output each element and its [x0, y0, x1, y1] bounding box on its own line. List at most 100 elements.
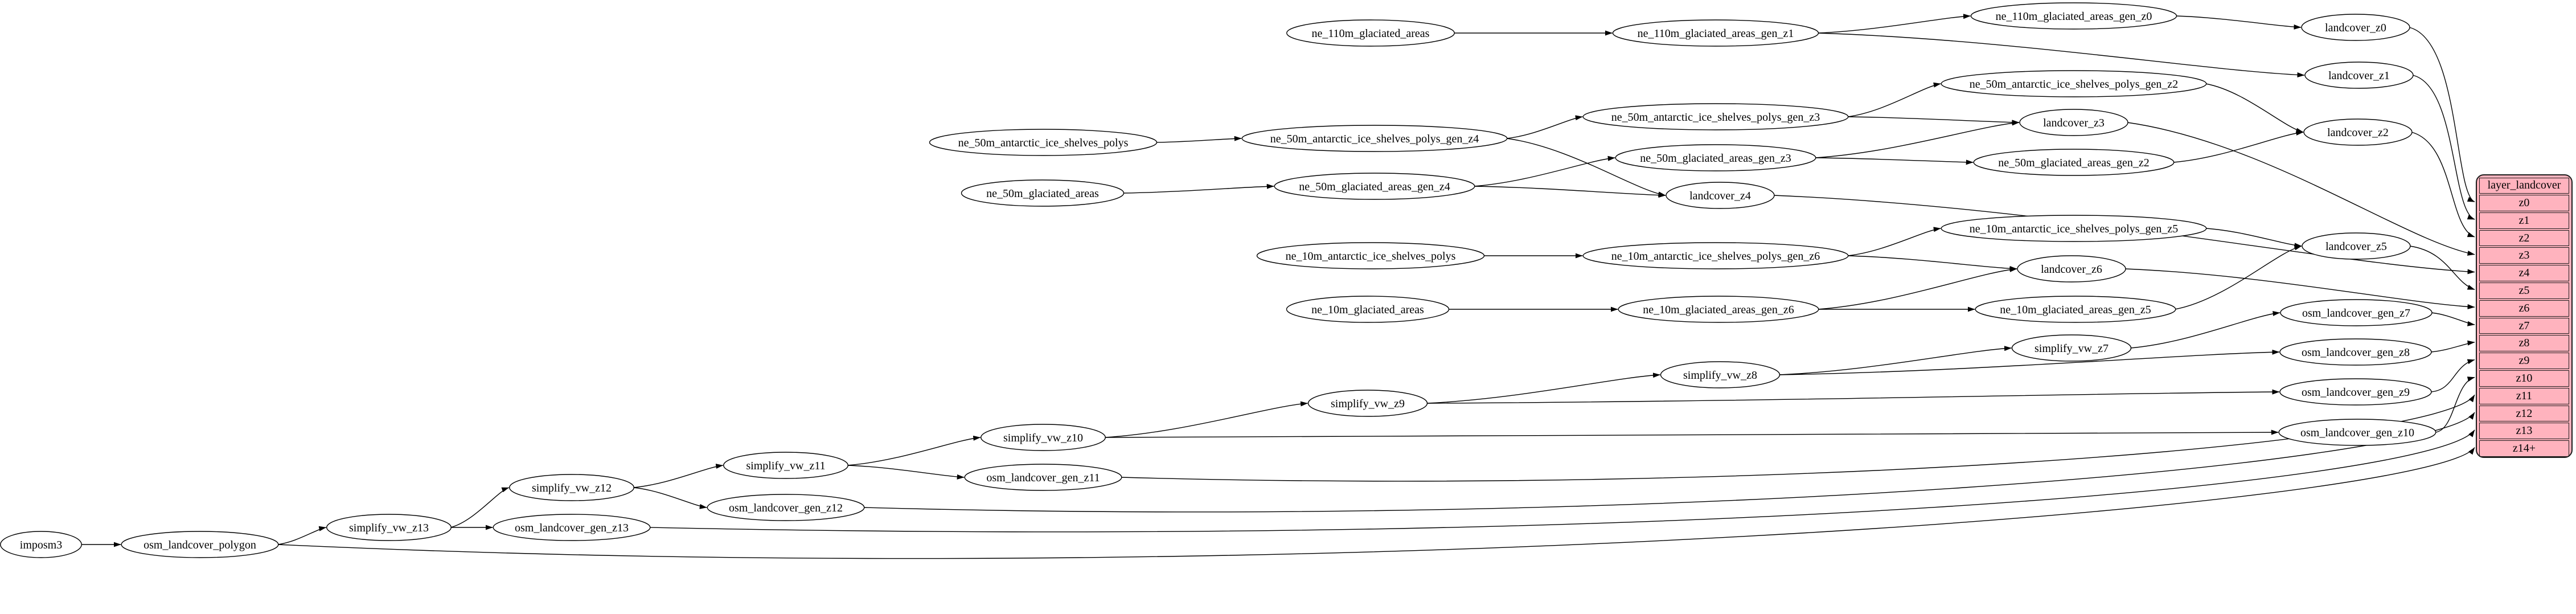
node-imposm3: imposm3	[0, 531, 82, 558]
node-label: osm_landcover_polygon	[143, 539, 256, 551]
node-label: ne_50m_antarctic_ice_shelves_polys_gen_z…	[1270, 133, 1479, 145]
edge-ne_10m_antarctic_ice_shelves_polys_gen_z5-to-landcover_z5	[2205, 228, 2302, 248]
node-ne_50m_glaciated_areas_gen_z2: ne_50m_glaciated_areas_gen_z2	[1973, 149, 2175, 176]
node-ne_50m_glaciated_areas: ne_50m_glaciated_areas	[961, 179, 1125, 207]
edge-ne_50m_glaciated_areas_gen_z4-to-ne_50m_glaciated_areas_gen_z3	[1474, 155, 1615, 187]
node-ne_10m_glaciated_areas_gen_z5: ne_10m_glaciated_areas_gen_z5	[1975, 296, 2176, 323]
node-ellipse	[1582, 103, 1849, 130]
node-label: landcover_z2	[2327, 126, 2389, 139]
node-ellipse	[1256, 242, 1485, 269]
node-label: ne_50m_glaciated_areas_gen_z4	[1299, 181, 1450, 193]
edge-ne_10m_antarctic_ice_shelves_polys_gen_z6-to-ne_10m_antarctic_ice_shelves_polys_gen_z5	[1847, 227, 1941, 256]
node-ne_50m_antarctic_ice_shelves_polys_gen_z4: ne_50m_antarctic_ice_shelves_polys_gen_z…	[1241, 125, 1508, 152]
edge-osm_landcover_gen_z11-to-row-z11	[1121, 394, 2475, 482]
node-label: landcover_z6	[2041, 263, 2102, 276]
node-label: osm_landcover_gen_z12	[729, 502, 843, 514]
node-label: osm_landcover_gen_z13	[515, 522, 629, 534]
table-row-z9: z9	[2479, 353, 2569, 369]
edge-osm_landcover_gen_z10-to-row-z10	[2435, 376, 2475, 433]
node-label: ne_10m_antarctic_ice_shelves_polys_gen_z…	[1970, 223, 2179, 235]
node-ellipse	[2280, 299, 2433, 326]
edge-simplify_vw_z12-to-osm_landcover_gen_z12	[633, 487, 707, 509]
node-simplify_vw_z7: simplify_vw_z7	[2011, 334, 2132, 362]
node-osm_landcover_gen_z8: osm_landcover_gen_z8	[2279, 338, 2432, 366]
node-simplify_vw_z13: simplify_vw_z13	[326, 514, 452, 541]
node-osm_landcover_gen_z10: osm_landcover_gen_z10	[2278, 419, 2436, 446]
node-label: ne_10m_glaciated_areas_gen_z6	[1643, 304, 1794, 316]
edge-ne_50m_antarctic_ice_shelves_polys_gen_z2-to-landcover_z2	[2205, 83, 2304, 133]
node-ellipse	[961, 179, 1125, 207]
table-row-z11: z11	[2479, 387, 2569, 404]
node-ellipse	[493, 514, 651, 541]
node-ne_50m_glaciated_areas_gen_z3: ne_50m_glaciated_areas_gen_z3	[1615, 144, 1816, 171]
node-osm_landcover_gen_z7: osm_landcover_gen_z7	[2280, 299, 2433, 326]
node-ne_10m_antarctic_ice_shelves_polys: ne_10m_antarctic_ice_shelves_polys	[1256, 242, 1485, 269]
node-ellipse	[1941, 70, 2207, 97]
node-ellipse	[2279, 378, 2432, 406]
edge-ne_50m_glaciated_areas_gen_z3-to-ne_50m_glaciated_areas_gen_z2	[1815, 157, 1974, 165]
edge-ne_50m_antarctic_ice_shelves_polys_gen_z3-to-landcover_z3	[1847, 116, 2020, 125]
node-ellipse	[964, 464, 1122, 491]
edge-simplify_vw_z8-to-osm_landcover_gen_z8	[1779, 349, 2280, 375]
edge-simplify_vw_z11-to-simplify_vw_z10	[847, 435, 981, 466]
node-ellipse	[1666, 182, 1775, 209]
table-row-z3: z3	[2479, 247, 2569, 264]
node-label: landcover_z1	[2328, 69, 2390, 82]
node-label: landcover_z0	[2325, 22, 2386, 34]
node-ellipse	[929, 129, 1158, 156]
table-row-z1: z1	[2479, 212, 2569, 229]
node-landcover_z2: landcover_z2	[2303, 118, 2413, 146]
node-label: osm_landcover_gen_z10	[2300, 427, 2414, 439]
node-label: ne_110m_glaciated_areas_gen_z0	[1996, 10, 2152, 23]
node-label: ne_10m_antarctic_ice_shelves_polys	[1286, 250, 1456, 263]
node-ellipse	[1973, 149, 2175, 176]
edge-simplify_vw_z9-to-osm_landcover_gen_z9	[1426, 389, 2280, 404]
node-label: simplify_vw_z13	[349, 522, 429, 534]
node-label: ne_10m_glaciated_areas_gen_z5	[2000, 304, 2151, 316]
edge-simplify_vw_z13-to-simplify_vw_z12	[450, 487, 510, 528]
table-row-z7: z7	[2479, 317, 2569, 334]
node-landcover_z3: landcover_z3	[2019, 109, 2128, 136]
node-ellipse	[2304, 62, 2414, 89]
table-row-z4: z4	[2479, 265, 2569, 281]
node-ellipse	[2017, 255, 2126, 283]
node-label: landcover_z3	[2043, 117, 2105, 129]
node-ellipse	[1970, 2, 2177, 30]
node-ellipse	[2019, 109, 2128, 136]
node-label: simplify_vw_z11	[746, 460, 825, 472]
edge-simplify_vw_z8-to-simplify_vw_z7	[1779, 346, 2012, 375]
node-ne_10m_glaciated_areas: ne_10m_glaciated_areas	[1286, 296, 1450, 323]
node-ne_50m_antarctic_ice_shelves_polys: ne_50m_antarctic_ice_shelves_polys	[929, 129, 1158, 156]
table-row-z12: z12	[2479, 405, 2569, 422]
node-ne_110m_glaciated_areas_gen_z0: ne_110m_glaciated_areas_gen_z0	[1970, 2, 2177, 30]
edge-landcover_z6-to-row-z6	[2124, 268, 2475, 310]
edge-osm_landcover_polygon-to-row-z14+	[277, 447, 2475, 559]
node-osm_landcover_gen_z9: osm_landcover_gen_z9	[2279, 378, 2432, 406]
edge-osm_landcover_gen_z7-to-row-z7	[2431, 312, 2475, 326]
node-simplify_vw_z11: simplify_vw_z11	[723, 452, 848, 479]
node-ellipse	[121, 531, 279, 558]
node-ellipse	[1660, 361, 1781, 388]
node-label: osm_landcover_gen_z9	[2302, 386, 2410, 399]
edge-landcover_z0-to-row-z0	[2409, 27, 2475, 203]
node-simplify_vw_z8: simplify_vw_z8	[1660, 361, 1781, 388]
node-ellipse	[1307, 390, 1428, 417]
node-ne_10m_glaciated_areas_gen_z6: ne_10m_glaciated_areas_gen_z6	[1618, 296, 1819, 323]
node-ne_50m_antarctic_ice_shelves_polys_gen_z3: ne_50m_antarctic_ice_shelves_polys_gen_z…	[1582, 103, 1849, 130]
edge-simplify_vw_z7-to-osm_landcover_gen_z7	[2130, 311, 2280, 349]
node-ne_50m_antarctic_ice_shelves_polys_gen_z2: ne_50m_antarctic_ice_shelves_polys_gen_z…	[1941, 70, 2207, 97]
table-title: layer_landcover	[2479, 178, 2569, 194]
node-label: ne_50m_antarctic_ice_shelves_polys	[958, 137, 1129, 149]
node-label: simplify_vw_z12	[532, 482, 612, 494]
edge-simplify_vw_z12-to-simplify_vw_z11	[633, 464, 724, 488]
node-label: landcover_z4	[1689, 190, 1751, 202]
node-landcover_z4: landcover_z4	[1666, 182, 1775, 209]
node-ellipse	[1975, 296, 2176, 323]
node-osm_landcover_gen_z11: osm_landcover_gen_z11	[964, 464, 1122, 491]
node-landcover_z1: landcover_z1	[2304, 62, 2414, 89]
node-label: ne_50m_glaciated_areas	[986, 187, 1099, 200]
edge-ne_10m_glaciated_areas_gen_z5-to-landcover_z5	[2175, 245, 2302, 310]
node-ellipse	[1612, 19, 1819, 47]
node-label: osm_landcover_gen_z7	[2302, 307, 2410, 320]
node-label: simplify_vw_z10	[1003, 432, 1083, 444]
